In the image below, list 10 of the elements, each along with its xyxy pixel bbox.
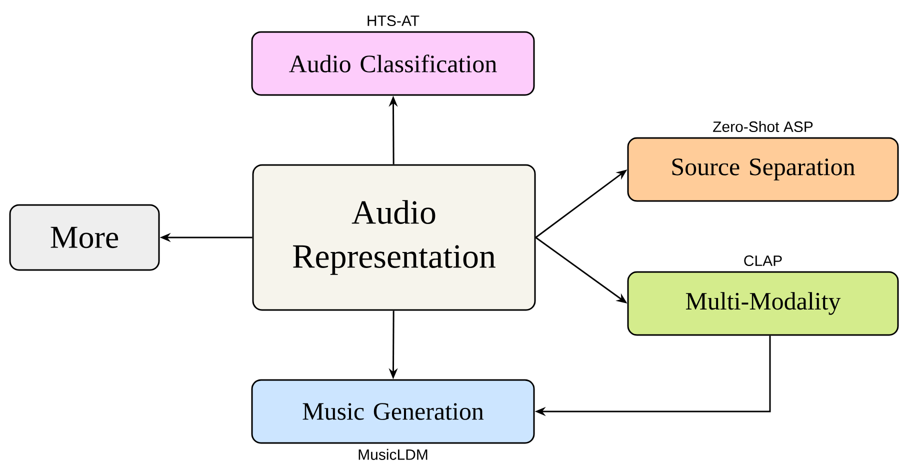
model-label: CLAP	[744, 255, 782, 266]
model-label: HTS-AT	[368, 15, 420, 26]
model-label: MusicLDM	[358, 448, 428, 460]
model-label: Zero-Shot ASP	[713, 121, 813, 132]
process-box: Audio Representation	[252, 164, 536, 311]
process-box: Source Separation	[627, 137, 899, 202]
process-box: Multi-Modality	[627, 271, 899, 336]
process-box: Music Generation	[251, 379, 535, 444]
process-box: Audio Classification	[251, 31, 535, 96]
process-box: More	[9, 204, 160, 271]
